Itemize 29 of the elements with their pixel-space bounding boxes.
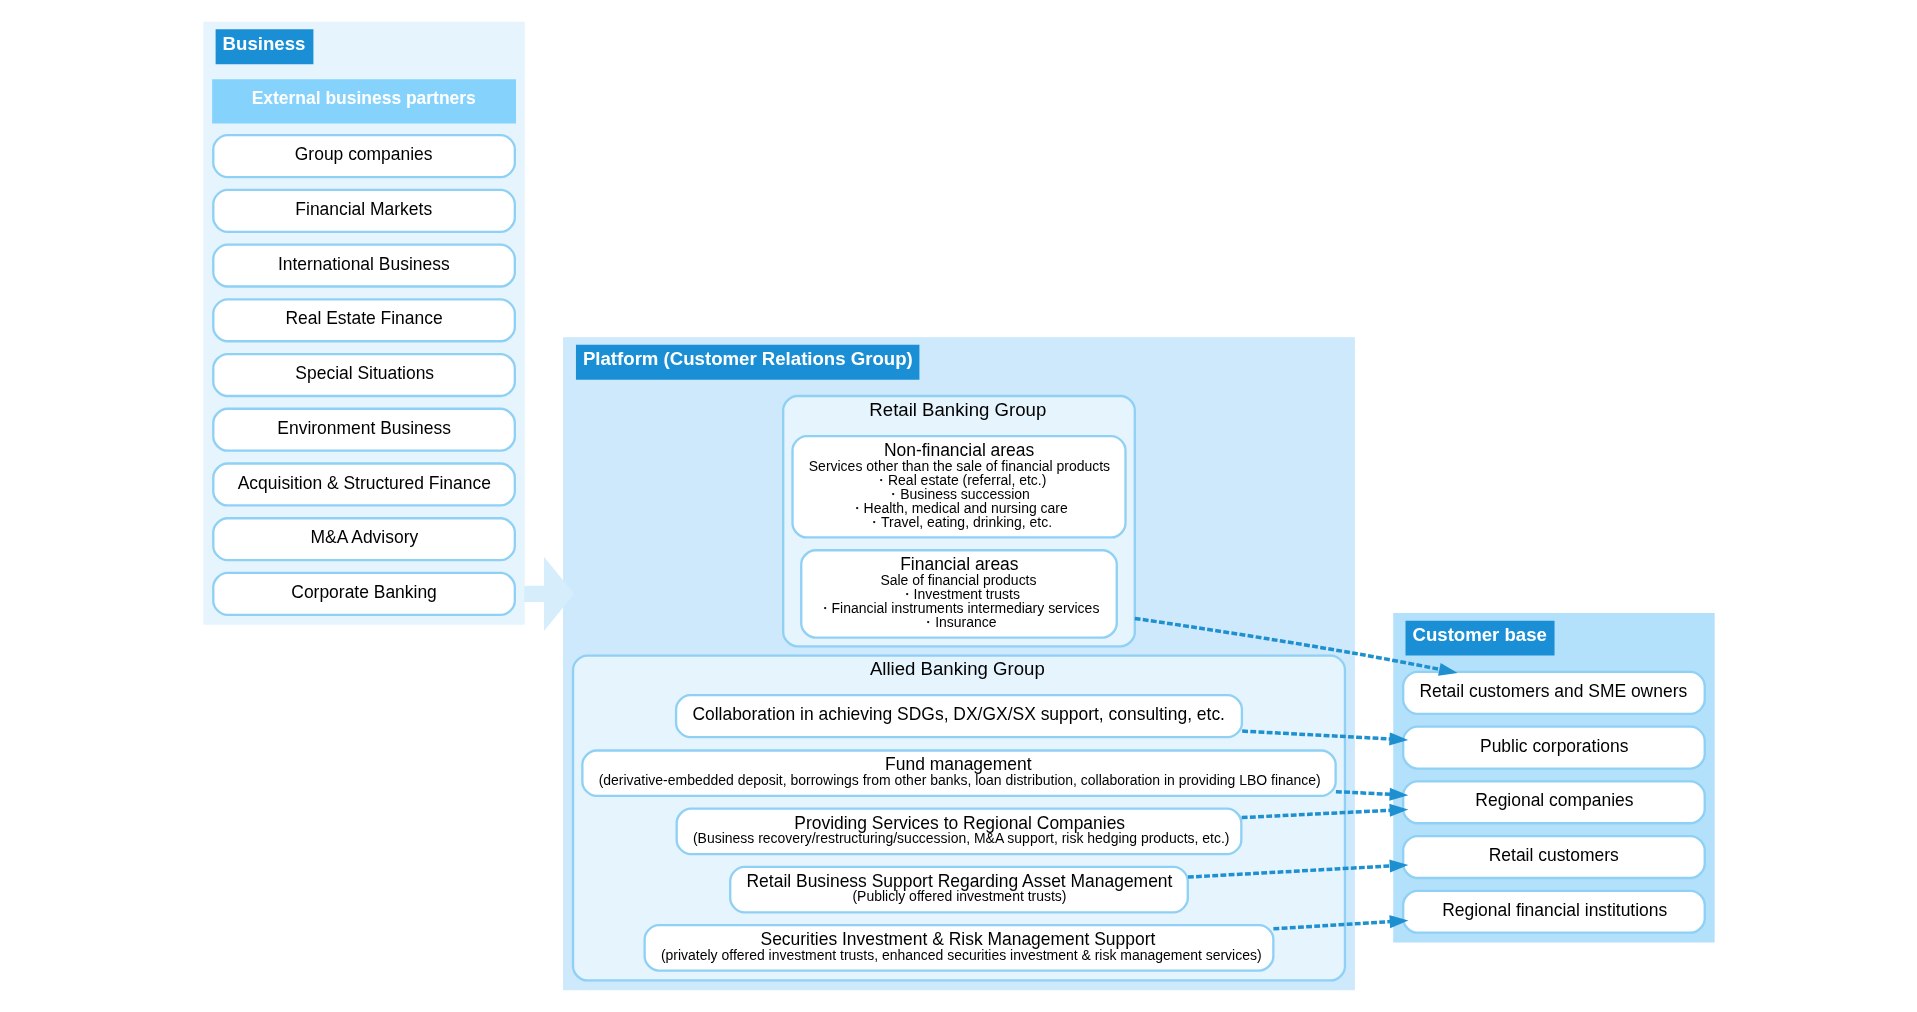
node-box: Retail Business Support Regarding Asset Management (Publicly offered investment trusts)	[728, 865, 1189, 914]
node-box: Special Situations	[211, 352, 516, 398]
node-box: Retail customers and SME owners	[1401, 670, 1706, 715]
node-box: Retail customers	[1401, 834, 1706, 880]
node-box: Financial Markets	[211, 188, 516, 233]
arrow	[1241, 803, 1408, 820]
node-box: Fund management (derivative-embedded deposit, borrowings from other banks, loan distribution, collaboration in providing LBO finance)	[580, 749, 1337, 798]
node-box: Real Estate Finance	[211, 298, 516, 343]
node-box: Regional financial institutions	[1401, 889, 1706, 934]
node-box: Securities Investment & Risk Management Support (privately offered investment trusts, enhanced securities investment & risk management services)	[643, 923, 1274, 972]
node-box: External business partners	[211, 79, 516, 124]
node-box: Corporate Banking	[211, 571, 516, 617]
node-box: Providing Services to Regional Companies (Business recovery/restructuring/succession, M&A support, risk hedging products, etc.)	[675, 807, 1242, 856]
node-box: Regional companies	[1401, 780, 1706, 825]
arrow	[1335, 787, 1408, 801]
node-box: Environment Business	[211, 407, 516, 452]
node-box: Collaboration in achieving SDGs, DX/GX/SX support, consulting, etc.	[674, 694, 1243, 739]
node-box: Group companies	[211, 134, 516, 179]
arrow	[1187, 859, 1408, 879]
node-box: Non-financial areas Services other than the sale of financial products ・Real estate (referral, etc.) ・Business succession ・Health, medical and nursing care ・Travel, eating, drinking, etc.	[790, 434, 1127, 539]
node-box: Acquisition & Structured Finance	[211, 462, 516, 507]
arrow	[1272, 915, 1408, 931]
node-box: Financial areas Sale of financial products ・Investment trusts ・Financial instruments intermediary services ・Insurance	[799, 549, 1118, 639]
arrow	[523, 556, 574, 632]
node-box: Public corporations	[1401, 725, 1706, 770]
arrow	[1241, 729, 1408, 746]
node-box: International Business	[211, 243, 516, 288]
arrow	[1134, 616, 1458, 676]
node-box: M&A Advisory	[211, 517, 516, 562]
